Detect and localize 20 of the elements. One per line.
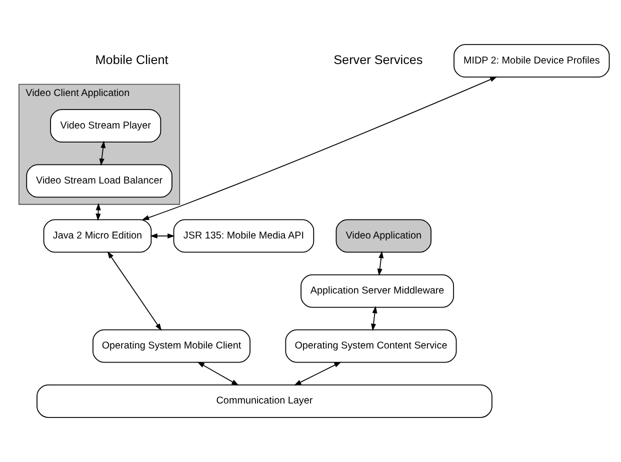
label: Mobile Client [95,53,168,68]
arrow [142,76,498,220]
arrow [99,140,106,166]
node-box: MIDP 2: Mobile Device Profiles [454,44,610,78]
node-box: Video Application [336,219,432,253]
arrow [294,362,342,386]
node-box: Video Stream Player [50,109,162,143]
arrow [197,362,239,386]
node-box: JSR 135: Mobile Media API [173,219,314,253]
arrow [150,233,175,238]
node-box: Communication Layer [36,384,492,418]
label: Server Services [334,53,423,68]
arrow [371,306,378,331]
node-box: Video Stream Load Balancer [26,164,172,198]
node-box: Operating System Mobile Client [92,329,250,363]
node-box: Operating System Content Service [285,329,457,363]
arrow [377,250,384,276]
node-box: Application Server Middleware [300,274,454,308]
arrow [107,251,162,331]
node-box: Java 2 Micro Edition [43,219,152,253]
